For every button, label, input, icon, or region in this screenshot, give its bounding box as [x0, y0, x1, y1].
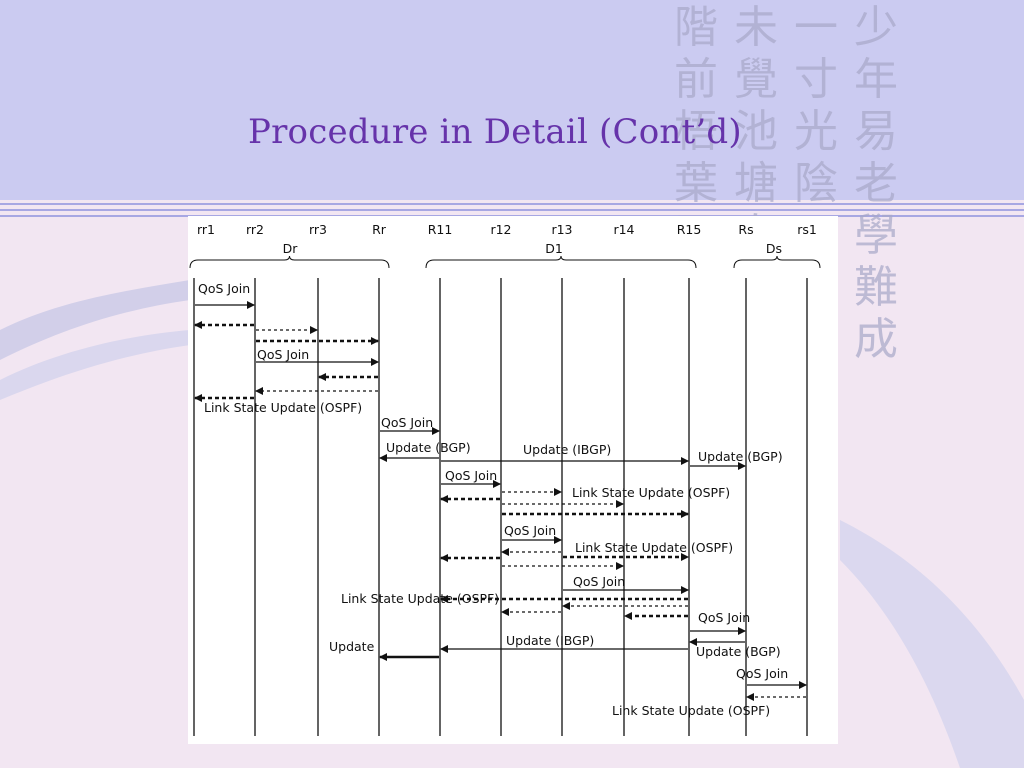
node-label-r13: r13 [551, 222, 572, 237]
message-label: Link State Update (OSPF) [204, 400, 362, 415]
message-label: Link State Update (OSPF) [612, 703, 770, 718]
calligraphy-char: 覺 [734, 54, 778, 105]
domain-brace-dr [189, 255, 390, 269]
calligraphy-char: 塘 [734, 158, 778, 209]
header-band [0, 0, 1024, 200]
header-stripe [0, 209, 1024, 211]
message-label: Link State Update (OSPF) [572, 485, 730, 500]
calligraphy-char: 未 [734, 2, 778, 53]
header-stripe [0, 203, 1024, 205]
message-label: Update (BGP) [698, 449, 783, 464]
calligraphy-char: 階 [674, 2, 718, 53]
message-label: QoS Join [198, 281, 250, 296]
message-label: Update [329, 639, 375, 654]
node-label-rr2: rr2 [246, 222, 264, 237]
slide-title: Procedure in Detail (Cont’d) [248, 112, 742, 152]
message-label: QoS Join [736, 666, 788, 681]
calligraphy-char: 池 [734, 106, 778, 157]
message-label: Update (IBGP) [523, 442, 611, 457]
calligraphy-char: 易 [854, 106, 898, 157]
calligraphy-char: 葉 [674, 158, 718, 209]
node-label-rs1: rs1 [797, 222, 817, 237]
calligraphy-char: 光 [794, 106, 838, 157]
node-label-rr: Rr [372, 222, 387, 237]
calligraphy-char: 前 [674, 54, 718, 105]
domain-label-d1: D1 [545, 241, 563, 256]
message-label: QoS Join [698, 610, 750, 625]
message-label: Update (BGP) [696, 644, 781, 659]
node-label-rr1: rr1 [197, 222, 215, 237]
message-label: Update (BGP) [386, 440, 471, 455]
domain-brace-d1 [425, 255, 697, 269]
message-label: Link State Update (OSPF) [575, 540, 733, 555]
domain-brace-ds [733, 255, 821, 269]
message-label: QoS Join [573, 574, 625, 589]
calligraphy-char: 陰 [794, 158, 838, 209]
calligraphy-char: 梧 [674, 106, 718, 157]
calligraphy-char: 一 [794, 2, 838, 53]
message-label: QoS Join [257, 347, 309, 362]
calligraphy-char: 難 [854, 262, 898, 313]
message-label: QoS Join [445, 468, 497, 483]
node-label-r11: R11 [428, 222, 453, 237]
node-label-r15: R15 [677, 222, 702, 237]
calligraphy-char: 老 [854, 158, 898, 209]
message-label: QoS Join [381, 415, 433, 430]
node-label-rr3: rr3 [309, 222, 327, 237]
node-label-rs: Rs [738, 222, 753, 237]
calligraphy-char: 年 [854, 54, 898, 105]
domain-label-ds: Ds [766, 241, 782, 256]
domain-label-dr: Dr [283, 241, 299, 256]
message-label: Link State Update (OSPF) [341, 591, 499, 606]
calligraphy-char: 學 [854, 210, 898, 261]
node-label-r14: r14 [613, 222, 634, 237]
calligraphy-char: 成 [854, 314, 898, 365]
message-label: QoS Join [504, 523, 556, 538]
calligraphy-char: 寸 [794, 54, 838, 105]
node-label-r12: r12 [490, 222, 511, 237]
message-label: Update (IBGP) [506, 633, 594, 648]
calligraphy-char: 少 [854, 2, 898, 53]
